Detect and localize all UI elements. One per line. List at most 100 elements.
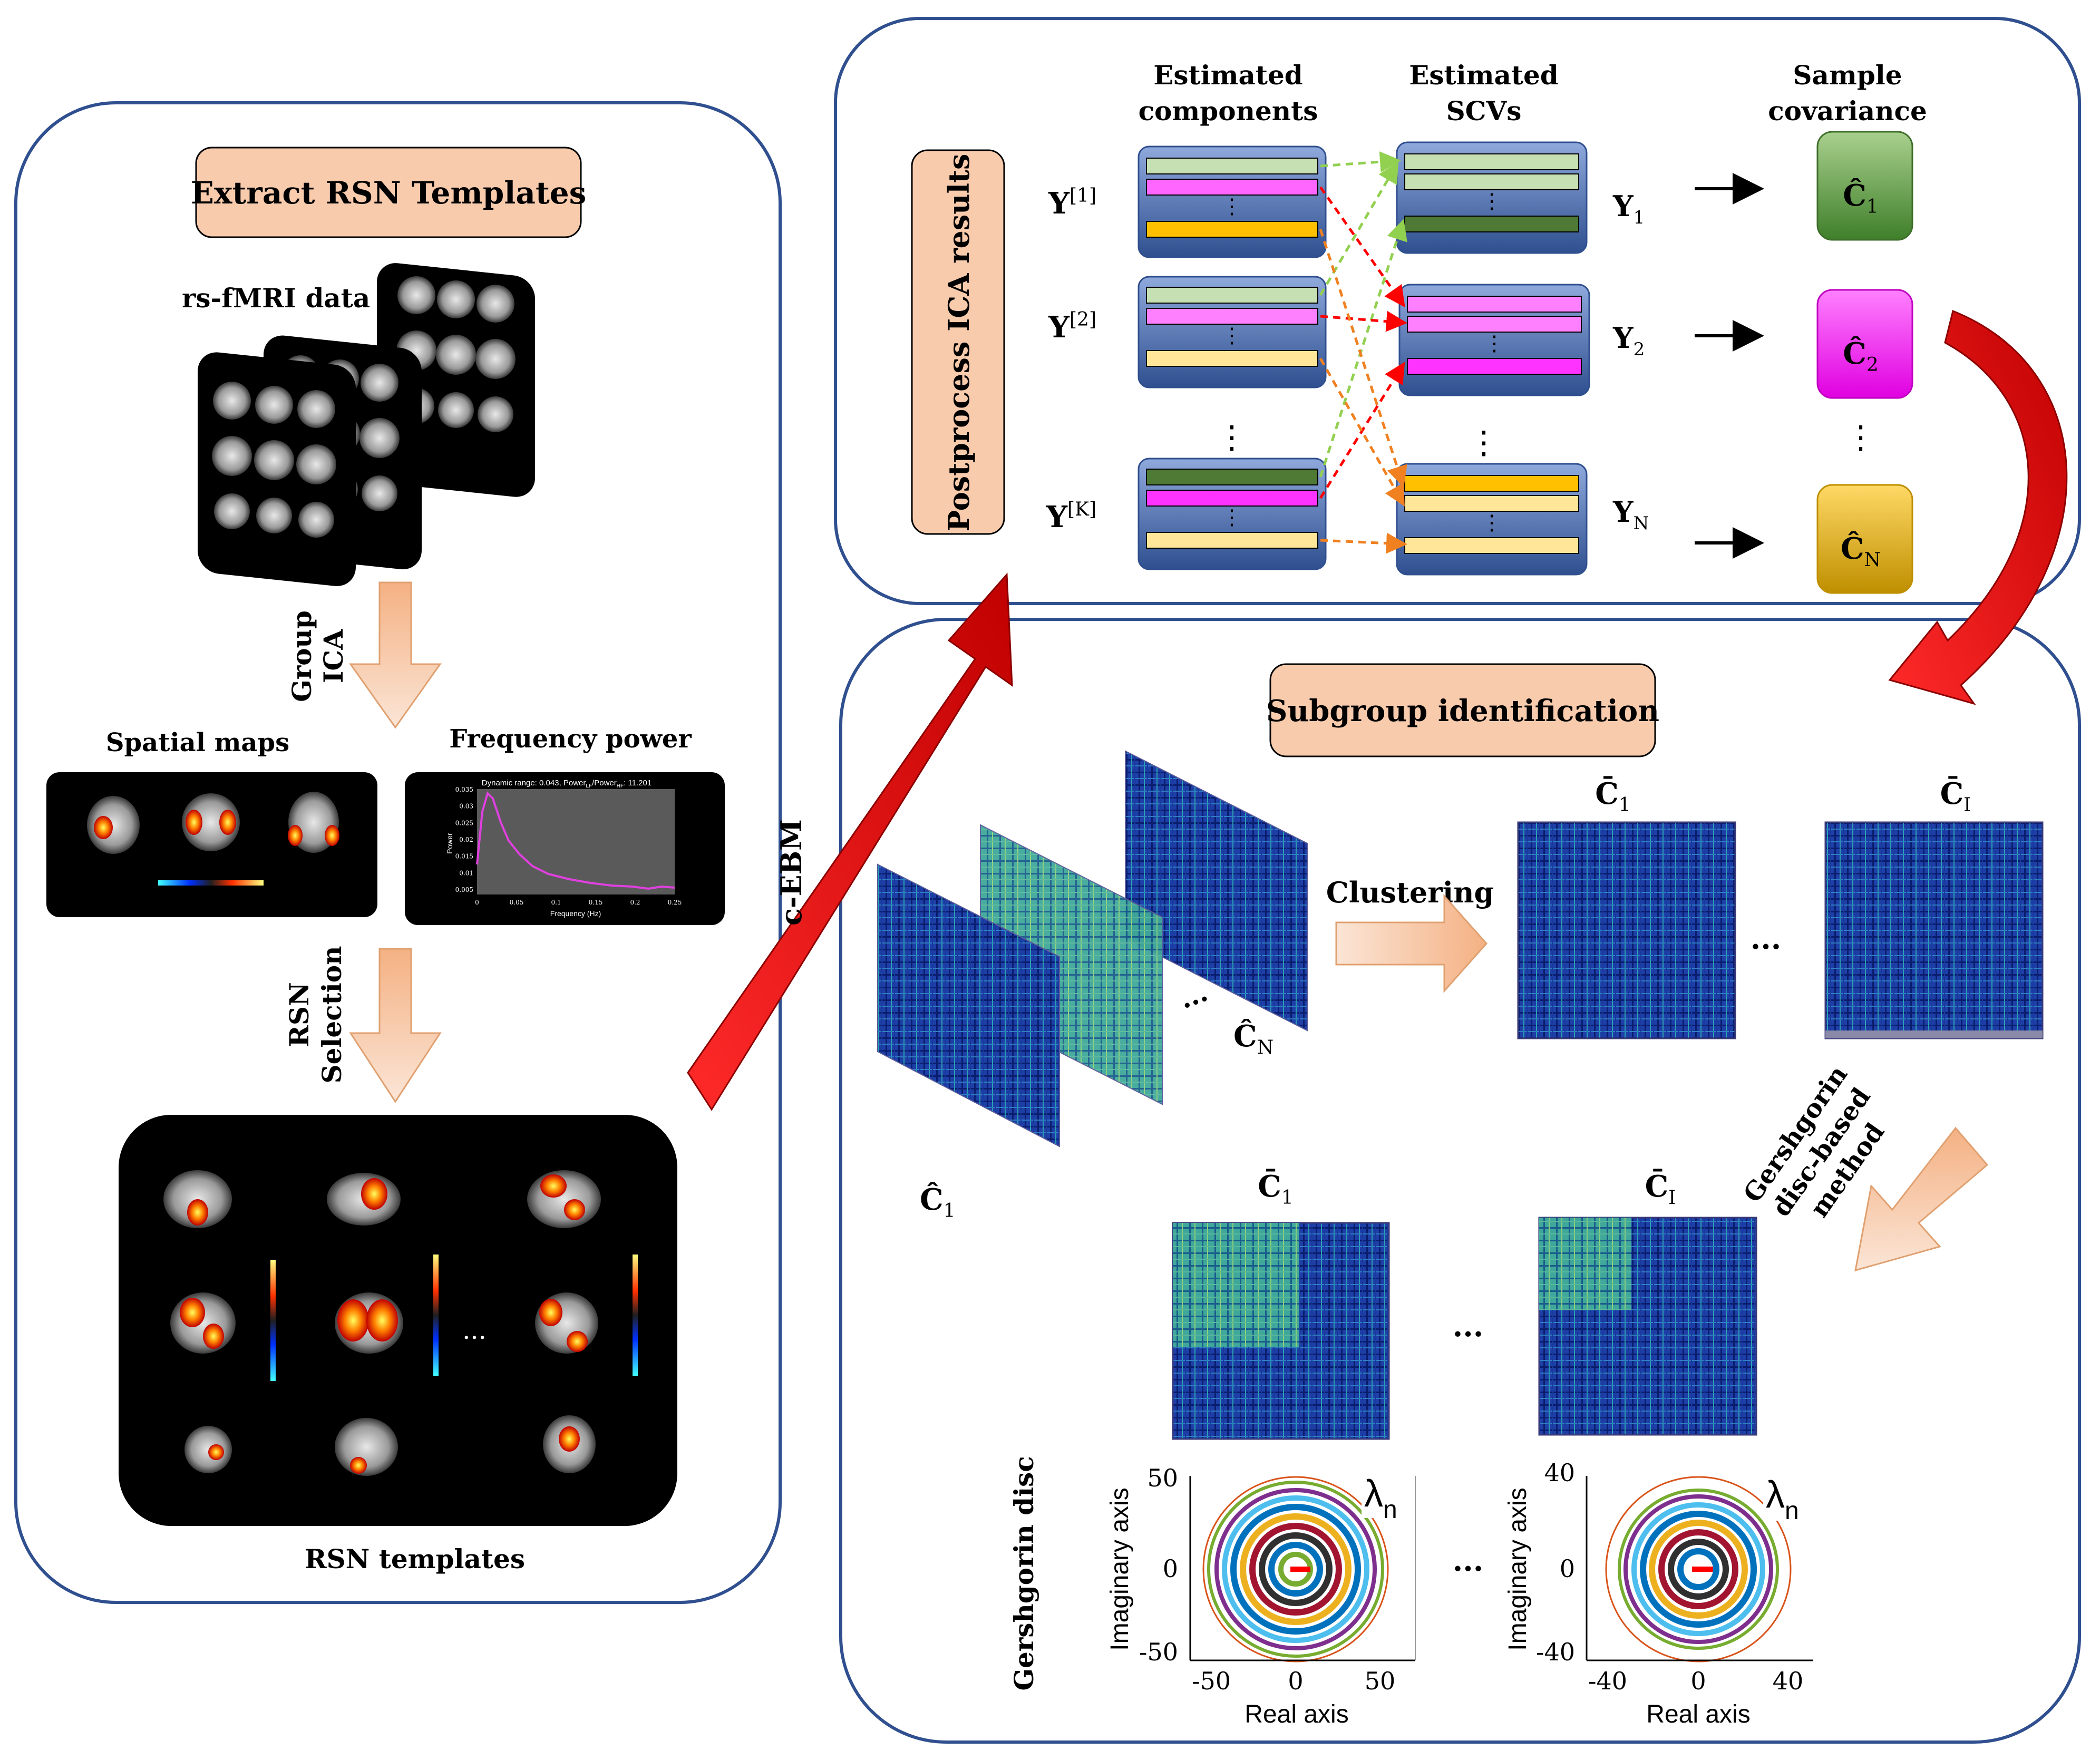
freq-y-tick: 0.015 [455,853,473,860]
disc-plot-1-ylabel: Imaginary axis [1106,1487,1134,1650]
covariance-box-n: ĈN [1816,484,1913,594]
cluster-label-i: C̄I [1940,776,1971,816]
freq-power-curve [476,791,675,890]
dataset-stack-k: ⋮ [1138,458,1327,570]
fmri-volume-front [198,352,356,586]
scv-stack-2: ⋮ [1398,284,1590,396]
group-ica-arrow [349,581,442,729]
disc-1-y-tick: -50 [1139,1638,1178,1666]
disc-plot-1-discs [1202,1476,1389,1662]
cov-label-2: Ĉ2 [1843,336,1878,376]
rsn-selection-label: RSN Selection [284,946,347,1084]
scv-1-vdots: ⋮ [1481,189,1502,213]
matrix-stack-label-1: Ĉ1 [920,1182,955,1222]
dataset-label-k: Y[K] [1046,499,1096,534]
bottom-panel: Subgroup identification ... ĈN Ĉ1 Cluste… [839,618,2081,1744]
stack-k-vdots: ⋮ [1221,505,1242,530]
freq-x-tick: 0.25 [668,899,682,906]
disc-plot-2-lambda: λn [1766,1474,1799,1525]
subgroup-title: Subgroup identification [1266,694,1659,728]
c-ebm-label: c-EBM [774,819,808,926]
freq-plot-xlabel: Frequency (Hz) [550,909,601,918]
extract-rsn-title-box: Extract RSN Templates [191,147,587,238]
scv-stack-1: ⋮ [1396,141,1588,254]
col-covariance-line2: covariance [1768,95,1927,127]
sorted-matrix-i [1538,1217,1757,1436]
scv-connectors [1319,151,1407,554]
dataset-label-2: Y[2] [1048,309,1096,345]
disc-plot-2-discs [1605,1476,1792,1662]
cov-label-n: ĈN [1841,531,1881,571]
freq-plot-ylabel: Power [445,833,454,854]
spatial-maps-image [46,772,377,917]
freq-x-tick: 0.2 [630,899,640,906]
gershgorin-disc-label: Gershgorin disc [1008,1456,1039,1690]
dataset-stack-2: ⋮ [1138,276,1327,388]
col-scvs-line2: SCVs [1446,95,1522,127]
scv-stacks-vdots: ⋮ [1468,424,1500,461]
col-scvs-line1: Estimated [1409,60,1559,91]
scv-n-vdots: ⋮ [1481,511,1502,535]
disc-plot-1-y-tick-labels: 50 0 -50 [1139,1464,1178,1666]
disc-2-y-tick: -40 [1536,1638,1575,1666]
freq-y-tick: 0.03 [459,803,473,810]
group-ica-line1: Group [286,610,317,702]
disc-plot-2-lambda-box [1763,1460,1811,1521]
freq-y-tick: 0.02 [459,836,473,843]
disc-2-x-tick: 0 [1690,1667,1706,1695]
cluster-matrix-1 [1517,821,1736,1039]
disc-plot-1-eigenvalues [1290,1567,1310,1572]
col-components-line2: components [1139,95,1318,127]
scv-label-n: YN [1612,495,1649,534]
scv-stack-n: ⋮ [1396,463,1588,576]
freq-y-tick: 0.005 [455,886,473,893]
matrix-stack-label-n: ĈN [1233,1019,1273,1058]
disc-1-x-tick: -50 [1192,1667,1231,1695]
scv-label-2: Y2 [1612,321,1645,360]
covariance-box-1: Ĉ1 [1816,131,1913,241]
disc-ellipsis: ... [1453,1543,1484,1578]
disc-plot-1-x-tick-labels: -50 0 50 [1192,1667,1395,1695]
disc-2-x-tick: 40 [1773,1667,1804,1695]
disc-1-y-tick: 0 [1163,1554,1178,1583]
covariance-arrows [1695,173,1764,559]
stack-2-vdots: ⋮ [1221,324,1242,348]
c-ebm-arrow [687,572,1013,1111]
cluster-matrix-i [1824,821,2044,1039]
disc-plot-2-xlabel: Real axis [1646,1700,1750,1728]
rsn-templates-label: RSN templates [305,1543,525,1574]
disc-plot-2-ylabel: Imaginary axis [1504,1487,1532,1650]
disc-2-y-tick: 40 [1544,1458,1575,1487]
group-ica-label: Group ICA [286,610,349,702]
disc-plot-2-eigenvalues [1692,1567,1713,1572]
disc-1-x-tick: 50 [1365,1667,1396,1695]
rsn-selection-arrow [349,948,442,1103]
dataset-stacks-vdots: ⋮ [1216,419,1248,456]
left-panel: Extract RSN Templates rs-fMRI data ... [14,101,782,1604]
disc-2-y-tick: 0 [1560,1554,1575,1583]
disc-plot-1-lambda-box [1362,1457,1409,1518]
cov-label-1: Ĉ1 [1843,178,1878,218]
postprocess-title: Postprocess ICA results [942,154,976,532]
sorted-ellipsis: ... [1453,1309,1484,1344]
frequency-power-plot: Dynamic range: 0.043, PowerLF/PowerHF: 1… [405,772,725,925]
freq-y-tick: 0.035 [455,786,473,793]
disc-1-y-tick: 50 [1147,1464,1178,1492]
freq-x-tick: 0.15 [589,899,603,906]
disc-plot-1-lambda: λn [1364,1473,1397,1524]
disc-1-x-tick: 0 [1288,1667,1303,1695]
freq-y-tick: 0.025 [455,819,473,826]
dataset-label-1: Y[1] [1048,185,1096,221]
rs-fmri-data-label: rs-fMRI data [182,283,370,314]
cluster-ellipsis: ... [1751,921,1782,956]
extract-rsn-title: Extract RSN Templates [191,175,587,211]
freq-x-tick: 0 [475,899,479,906]
feedback-red-arrow [1888,309,2068,705]
freq-y-tick: 0.01 [459,869,473,877]
freq-x-tick: 0.05 [510,899,524,906]
scv-2-vdots: ⋮ [1484,332,1505,356]
